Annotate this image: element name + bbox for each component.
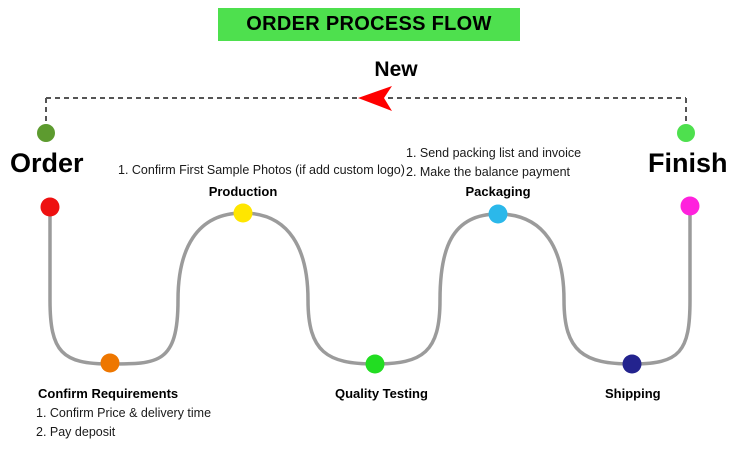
node-title-shipping: Shipping bbox=[605, 386, 661, 401]
node-dot-production[interactable] bbox=[233, 203, 253, 223]
note-line: 1. Confirm First Sample Photos (if add c… bbox=[118, 163, 405, 177]
finish-endpoint-dot bbox=[677, 124, 695, 142]
node-dot-quality-testing[interactable] bbox=[365, 354, 385, 374]
note-confirm-requirements-steps: 1. Confirm Price & delivery time 2. Pay … bbox=[36, 404, 211, 443]
node-title-quality-testing: Quality Testing bbox=[335, 386, 428, 401]
process-wave-path bbox=[48, 204, 692, 366]
note-production-sample: 1. Confirm First Sample Photos (if add c… bbox=[118, 161, 405, 180]
node-dot-confirm-requirements[interactable] bbox=[100, 353, 120, 373]
note-packaging-steps: 1. Send packing list and invoice 2. Make… bbox=[406, 144, 581, 183]
note-line: 2. Make the balance payment bbox=[406, 165, 570, 180]
node-title-confirm-requirements: Confirm Requirements bbox=[38, 386, 179, 401]
note-line: 1. Confirm Price & delivery time bbox=[36, 406, 212, 420]
node-title-production: Production bbox=[208, 184, 278, 199]
page-title: ORDER PROCESS FLOW bbox=[246, 13, 492, 35]
note-line: 2. Pay deposit bbox=[36, 425, 116, 440]
return-arrow-icon bbox=[358, 86, 392, 111]
node-dot-order-start[interactable] bbox=[40, 197, 60, 217]
finish-label: Finish bbox=[648, 148, 728, 178]
title-banner: ORDER PROCESS FLOW bbox=[218, 8, 520, 41]
note-line: 1. Send packing list and invoice bbox=[406, 146, 582, 160]
new-loop-label: New bbox=[374, 58, 418, 81]
node-dot-packaging[interactable] bbox=[488, 204, 508, 224]
node-title-packaging: Packaging bbox=[465, 184, 531, 199]
order-endpoint-dot bbox=[37, 124, 55, 142]
node-dot-finish-end[interactable] bbox=[680, 196, 700, 216]
node-dot-shipping[interactable] bbox=[622, 354, 642, 374]
order-label: Order bbox=[10, 148, 84, 178]
